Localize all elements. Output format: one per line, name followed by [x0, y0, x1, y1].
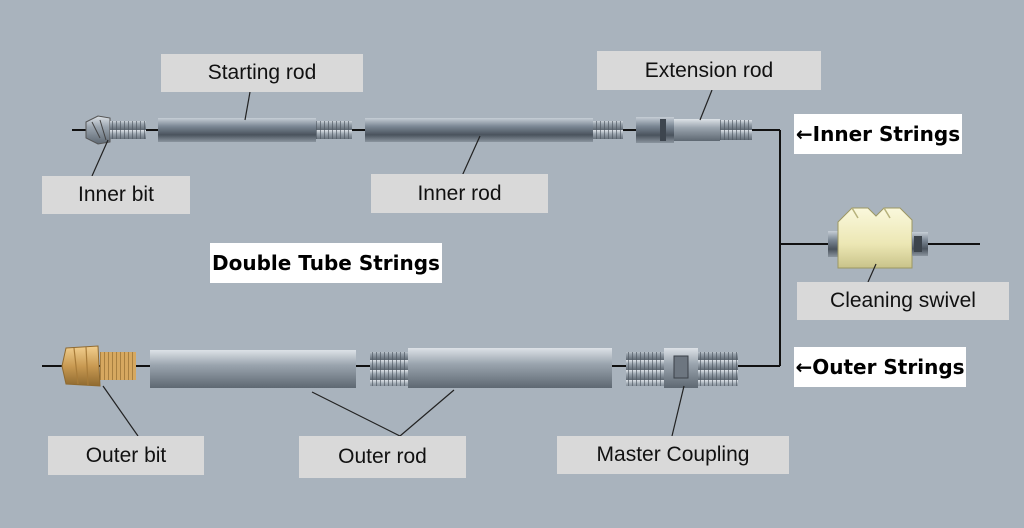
inner-bit	[85, 115, 146, 145]
outer-rod-2	[370, 348, 612, 388]
outer-strings-label: ←Outer Strings	[794, 347, 966, 387]
label-starting-rod: Starting rod	[161, 54, 363, 92]
label-extension-rod: Extension rod	[597, 51, 821, 90]
extension-rod	[636, 117, 752, 143]
diagram-title: Double Tube Strings	[210, 243, 442, 283]
starting-rod	[158, 118, 352, 142]
label-inner-rod: Inner rod	[371, 174, 548, 213]
label-inner-bit: Inner bit	[42, 176, 190, 214]
inner-strings-label: ←Inner Strings	[794, 114, 962, 154]
label-outer-bit: Outer bit	[48, 436, 204, 475]
inner-rod	[365, 118, 623, 142]
outer-bit	[61, 345, 136, 387]
cleaning-swivel	[828, 207, 928, 269]
label-master-coupling: Master Coupling	[557, 436, 789, 474]
label-outer-rod: Outer rod	[299, 436, 466, 478]
label-cleaning-swivel: Cleaning swivel	[797, 282, 1009, 320]
master-coupling	[626, 348, 738, 388]
outer-rod-1	[150, 350, 356, 388]
